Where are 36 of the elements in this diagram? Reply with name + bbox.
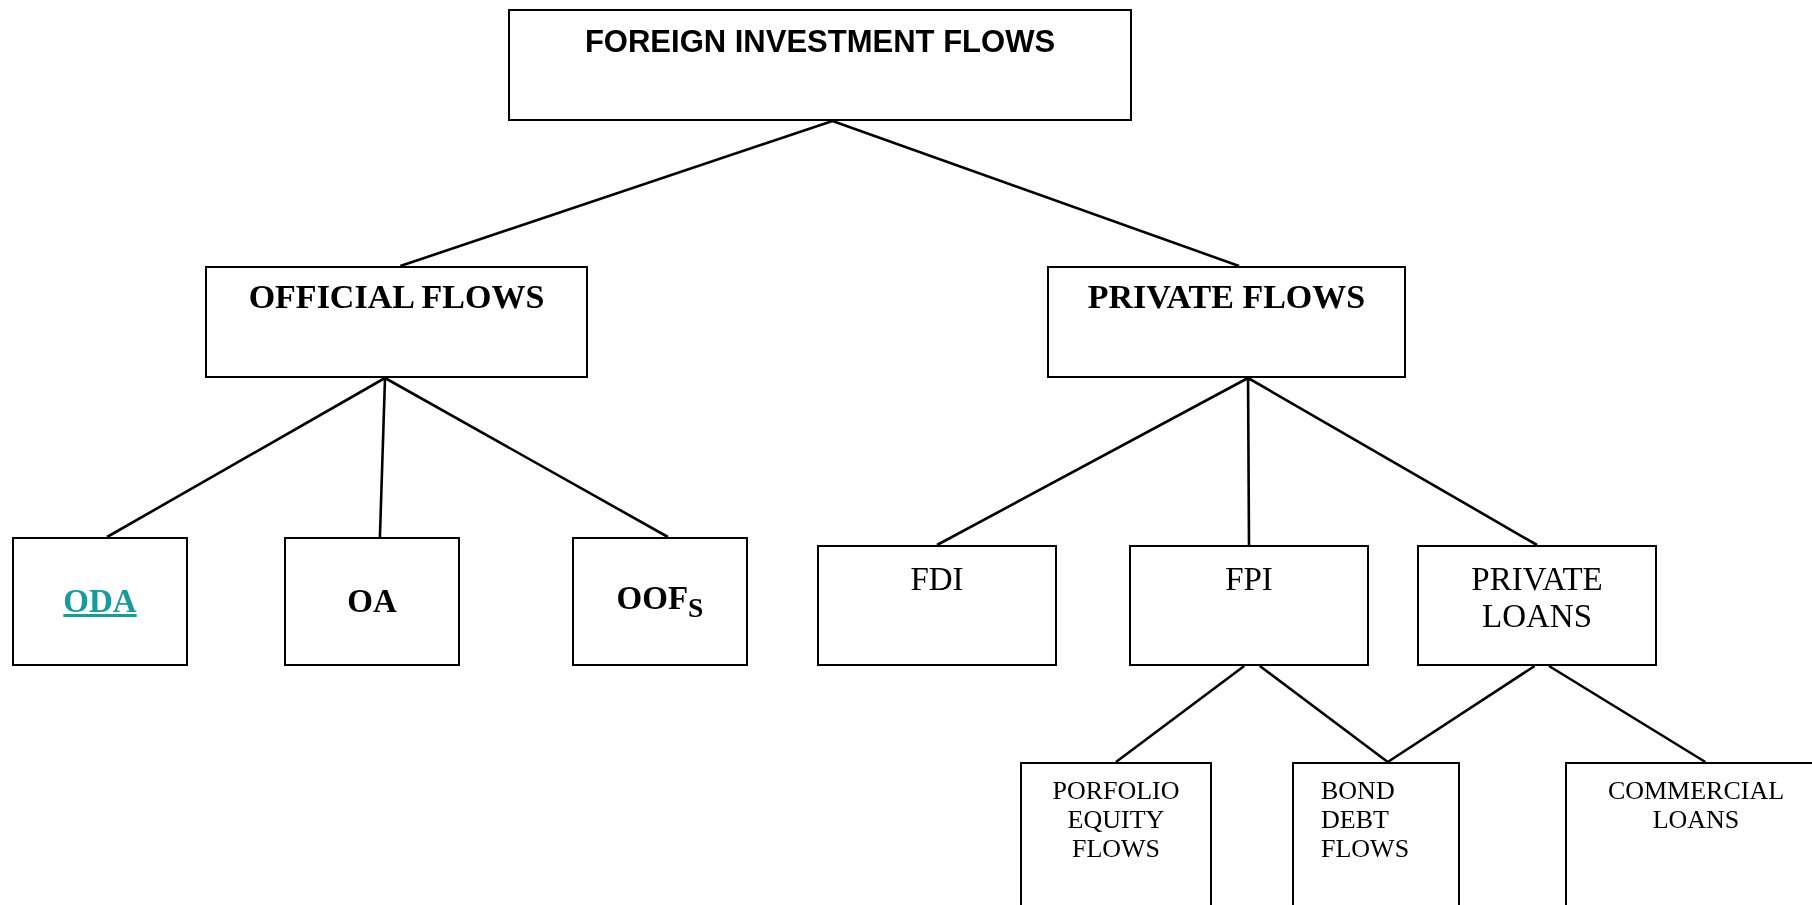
link-text: ODA bbox=[63, 583, 137, 620]
node-label: COMMERCIAL LOANS bbox=[1606, 776, 1786, 835]
node-label: FOREIGN INVESTMENT FLOWS bbox=[584, 25, 1056, 60]
connector-line bbox=[1259, 664, 1389, 764]
connector-line bbox=[1246, 378, 1251, 545]
flow-box bbox=[1292, 762, 1460, 905]
title-box bbox=[508, 9, 1132, 121]
category-box bbox=[205, 266, 588, 378]
flow-box bbox=[1565, 762, 1812, 905]
connector-line bbox=[384, 376, 669, 539]
connector-line bbox=[106, 376, 386, 539]
node-label: OA bbox=[347, 583, 397, 620]
flow-box bbox=[12, 537, 188, 666]
category-box bbox=[1047, 266, 1406, 378]
connector-line bbox=[1247, 376, 1538, 547]
flow-box bbox=[817, 545, 1057, 666]
flow-box bbox=[1129, 545, 1369, 666]
connector-line bbox=[1387, 664, 1536, 764]
connector-line bbox=[378, 377, 387, 538]
node-label: FPI bbox=[1225, 561, 1273, 598]
node-label: FDI bbox=[910, 561, 964, 598]
connector-line bbox=[1548, 664, 1707, 764]
node-label: PRIVATE LOANS bbox=[1470, 561, 1604, 635]
node-label: OFFICIAL FLOWS bbox=[248, 278, 545, 317]
node-label: OOF$_{S}$ bbox=[616, 579, 704, 624]
connector-line bbox=[936, 376, 1249, 547]
flow-box bbox=[284, 537, 460, 666]
connector-line bbox=[399, 119, 833, 268]
connector-line bbox=[832, 119, 1240, 268]
node-label: PORFOLIO EQUITY FLOWS bbox=[1051, 776, 1181, 864]
node-label: BOND DEBT FLOWS bbox=[1321, 776, 1411, 864]
flow-box bbox=[572, 537, 748, 666]
connector-line bbox=[1115, 664, 1245, 764]
flow-box bbox=[1020, 762, 1212, 905]
flow-box bbox=[1417, 545, 1657, 666]
node-label: PRIVATE FLOWS bbox=[1087, 278, 1366, 317]
